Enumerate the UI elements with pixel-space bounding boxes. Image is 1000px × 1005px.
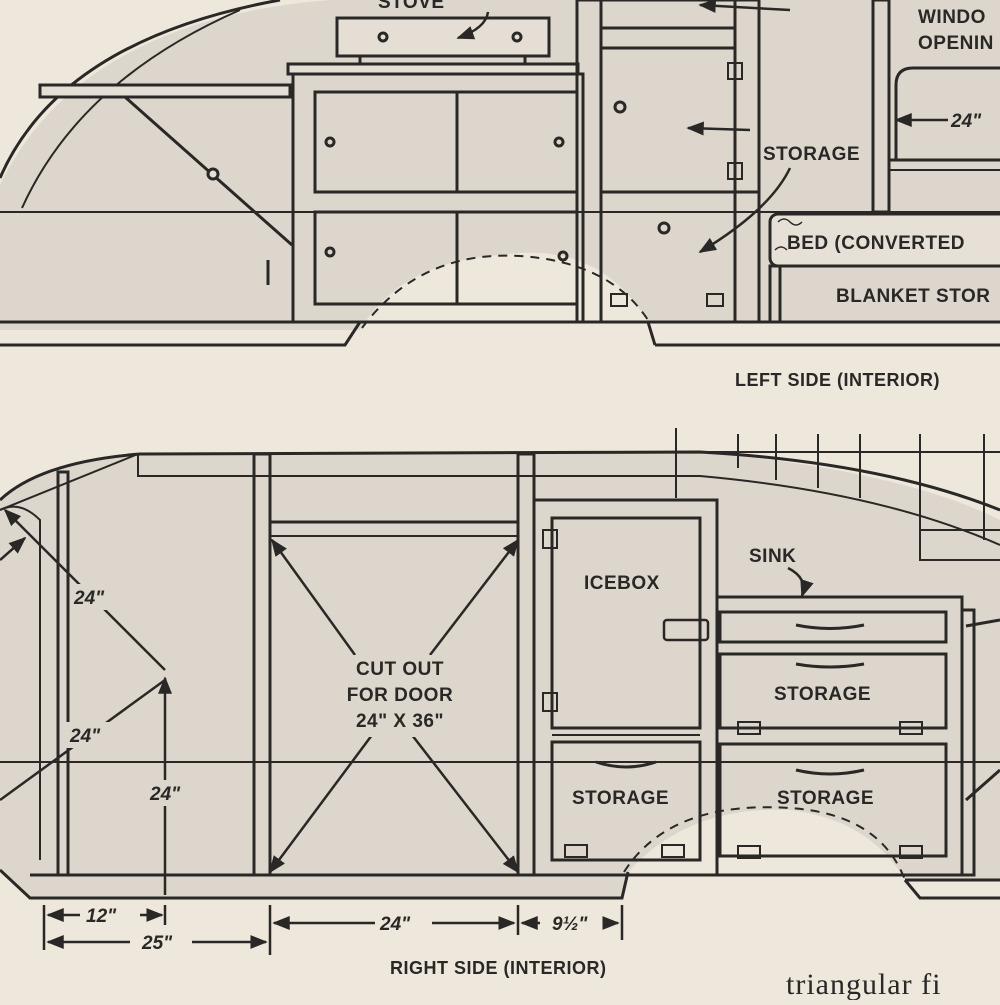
left-floor-left [0, 320, 363, 347]
dim-vertical: 24" [149, 784, 181, 805]
icebox-label: ICEBOX [584, 573, 660, 594]
hinge [727, 162, 743, 180]
window-opening [894, 66, 1000, 160]
left-side-elevation [0, 0, 1000, 347]
dim-diag-upper: 24" [73, 588, 105, 609]
left-callout-arrows [456, 0, 948, 254]
left-roof-arc-outer [0, 0, 281, 179]
front-diag-short [0, 536, 27, 561]
drawer-handle [795, 768, 865, 776]
stove-arrow [456, 11, 490, 40]
rear-bracket [965, 618, 1000, 802]
opening-label: OPENIN [918, 33, 994, 54]
door-knob [657, 221, 671, 235]
door-post-left [252, 452, 272, 877]
hinge [542, 529, 558, 549]
sink-drawer [718, 610, 948, 644]
dim-25: 25" [141, 933, 173, 954]
icebox-lower-door [550, 740, 702, 862]
right-side-panel [0, 452, 1000, 898]
bed-cushion-texture [774, 218, 803, 251]
rear-post [960, 608, 976, 877]
right-side-caption: RIGHT SIDE (INTERIOR) [390, 958, 607, 978]
stove-label: STOVE [378, 0, 445, 13]
hinge [610, 293, 628, 307]
storage-arrow-down [698, 167, 792, 254]
right-side-elevation [0, 428, 1000, 900]
hinge [737, 721, 761, 735]
hinge [737, 845, 761, 859]
label-backgrounds [66, 584, 464, 806]
window-dim-label: 24" [950, 111, 982, 132]
left-wheel-well [361, 254, 649, 329]
hinge [564, 844, 588, 858]
left-right-post [871, 0, 891, 214]
storage-label-upper: STORAGE [774, 684, 871, 705]
right-wheel-well [623, 806, 906, 881]
blanket-storage [768, 264, 1000, 324]
storage-drawer-lower [718, 742, 948, 858]
hinge [727, 62, 743, 80]
blanket-storage-label: BLANKET STOR [836, 286, 990, 307]
right-labels: ICEBOX SINK STORAGE STORAGE STORAGE CUT … [69, 546, 874, 978]
door-knob [324, 246, 336, 258]
storage-label-icebox: STORAGE [572, 788, 669, 809]
hinge [542, 692, 558, 712]
sink-label: SINK [749, 546, 796, 567]
dim-12: 12" [86, 906, 117, 927]
cutout-label-line1: CUT OUT [356, 659, 444, 680]
door-knob [557, 250, 569, 262]
hinge [661, 844, 685, 858]
storage-drawer-upper [718, 652, 948, 730]
stove-knob [377, 31, 389, 43]
hinge [899, 721, 923, 735]
drawer-handle [795, 662, 865, 669]
stove-knob [511, 31, 523, 43]
folding-shelf [38, 83, 292, 99]
front-post [56, 470, 70, 877]
cutout-diag-tl [270, 538, 357, 656]
hinge [706, 293, 724, 307]
dim-24: 24" [379, 914, 411, 935]
galley-cabinet [291, 72, 585, 324]
icebox-lower-handle [595, 760, 657, 769]
left-side-caption: LEFT SIDE (INTERIOR) [735, 370, 940, 390]
body-text-fragment: triangular fi [786, 968, 941, 1000]
icebox-latch [662, 618, 710, 642]
icebox-door [550, 516, 702, 730]
hinge [899, 845, 923, 859]
left-floor-right [646, 320, 1000, 347]
left-side-panel [0, 0, 1000, 330]
dim-9half: 9½" [552, 914, 588, 935]
door-knob [553, 136, 565, 148]
dim-diag-lower: 24" [69, 726, 101, 747]
cutout-label-line3: 24" X 36" [356, 711, 444, 732]
drawer-handle [795, 623, 865, 630]
cutout-label-line2: FOR DOOR [347, 685, 453, 706]
tall-storage-frame [599, 0, 761, 324]
cutout-diag-br [411, 734, 520, 874]
brace-joint [206, 167, 220, 181]
storage-label-left: STORAGE [763, 144, 860, 165]
storage-label-lower: STORAGE [777, 788, 874, 809]
upper-storage-arrow [698, 0, 791, 13]
door-knob [324, 136, 336, 148]
bed-label: BED (CONVERTED [787, 233, 965, 254]
door-knob [613, 100, 627, 114]
right-roof-outer [0, 450, 1000, 512]
right-floor-rear [903, 878, 1000, 900]
cutout-diag-tr [429, 538, 520, 656]
storage-arrow-left [686, 121, 751, 136]
sink-arrow [787, 566, 814, 598]
cutout-diag-bl [268, 734, 374, 874]
window-label: WINDO [918, 7, 986, 28]
stove-box [335, 16, 551, 58]
rear-window [919, 512, 1000, 561]
left-labels: STOVE WINDO OPENIN 24" STORAGE BED (CONV… [378, 0, 994, 390]
